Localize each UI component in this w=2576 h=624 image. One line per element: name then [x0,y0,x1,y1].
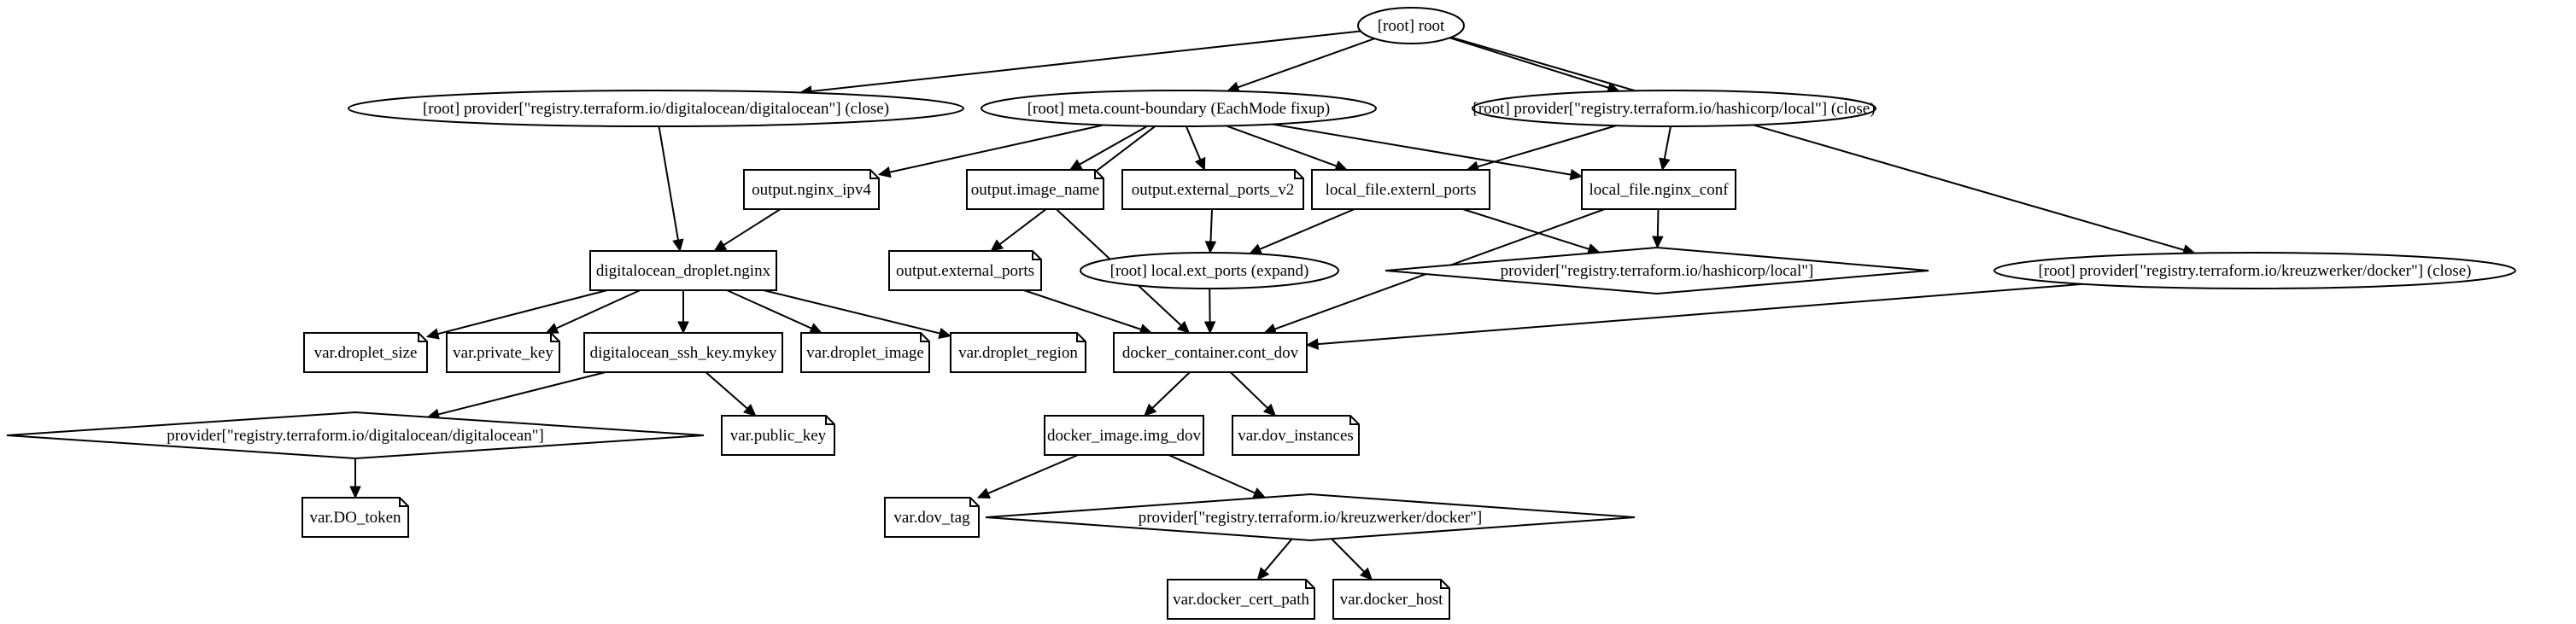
node-do_ssh_key: digitalocean_ssh_key.mykey [583,332,783,373]
edge-lf_externl_ports-to-prov_local [1462,208,1601,255]
node-label: output.external_ports_v2 [1132,181,1295,199]
node-var_dov_tag: var.dov_tag [884,497,980,538]
node-prov_do: provider["registry.terraform.io/digitalo… [6,411,705,460]
node-prov_docker: provider["registry.terraform.io/kreuzwer… [985,493,1636,542]
edge-prov_docker-to-var_docker_cert_path [1256,538,1293,580]
node-prov_do_close: [root] provider["registry.terraform.io/d… [348,90,964,127]
edge-meta_cb-to-out_nginx_ipv4 [877,124,1104,178]
node-label: digitalocean_ssh_key.mykey [590,344,777,362]
edge-do_droplet-to-var_droplet_image [726,289,823,334]
edge-docker_image-to-var_dov_tag [976,454,1079,499]
node-label: [root] provider["registry.terraform.io/k… [2039,262,2472,280]
edge-root-to-prov_do_close [799,30,1361,97]
edge-local_ext_ports-to-docker_container [1203,288,1216,335]
node-label: output.nginx_ipv4 [752,181,871,199]
node-prov_local_close: [root] provider["registry.terraform.io/h… [1472,90,1876,127]
node-var_dov_instances: var.dov_instances [1232,415,1360,456]
node-label: var.docker_cert_path [1173,591,1309,609]
node-label: var.droplet_size [314,344,418,362]
node-var_droplet_image: var.droplet_image [800,332,930,373]
node-out_nginx_ipv4: output.nginx_ipv4 [743,169,880,210]
node-label: var.dov_instances [1238,427,1354,445]
node-var_droplet_region: var.droplet_region [950,332,1086,373]
node-label: [root] root [1378,17,1445,35]
edge-prov_docker-to-var_docker_host [1331,538,1373,580]
edge-lf_externl_ports-to-local_ext_ports [1248,208,1355,255]
node-lf_externl_ports: local_file.externl_ports [1311,169,1490,210]
node-label: local_file.externl_ports [1326,181,1477,199]
edge-meta_cb-to-lf_nginx_conf [1272,123,1584,181]
node-docker_container: docker_container.cont_dov [1113,332,1308,373]
node-var_docker_cert_path: var.docker_cert_path [1167,579,1315,620]
edge-do_droplet-to-var_droplet_region [763,289,952,340]
edge-root-to-prov_docker_close [1450,36,2196,256]
edge-prov_local_close-to-lf_nginx_conf [1659,125,1672,172]
graph-nodes: [root] root [root] provider["registry.ter… [6,7,2516,620]
node-lf_nginx_conf: local_file.nginx_conf [1581,169,1736,210]
node-do_droplet: digitalocean_droplet.nginx [589,250,777,291]
edge-do_droplet-to-var_droplet_size [425,289,608,340]
node-label: provider["registry.terraform.io/kreuzwer… [1139,509,1483,527]
node-label: provider["registry.terraform.io/digitalo… [167,427,544,445]
node-root: [root] root [1357,7,1465,44]
edge-root-to-prov_local_close [1449,37,1620,94]
node-label: var.public_key [730,427,827,445]
node-label: digitalocean_droplet.nginx [596,262,771,280]
node-var_do_token: var.DO_token [302,497,409,538]
edge-meta_cb-to-out_ext_ports_v2 [1185,125,1206,172]
edge-do_droplet-to-var_private_key [545,289,641,334]
node-label: var.docker_host [1340,591,1444,609]
node-label: docker_image.img_dov [1047,427,1201,445]
node-label: provider["registry.terraform.io/hashicor… [1501,262,1814,280]
node-var_droplet_size: var.droplet_size [303,332,428,373]
node-label: [root] provider["registry.terraform.io/h… [1472,100,1875,118]
edge-prov_local_close-to-lf_externl_ports [1466,125,1617,172]
edge-docker_image-to-prov_docker [1168,454,1267,499]
edge-meta_cb-to-lf_externl_ports [1226,125,1349,172]
node-label: [root] meta.count-boundary (EachMode fix… [1027,100,1331,118]
edge-prov_do_close-to-do_droplet [658,125,684,253]
node-out_image_name: output.image_name [966,169,1104,210]
node-label: output.image_name [971,181,1099,199]
node-label: var.private_key [453,344,553,362]
edge-out_ext_ports_v2-to-local_ext_ports [1204,208,1217,254]
node-label: docker_container.cont_dov [1122,344,1299,362]
edge-out_ext_ports-to-docker_container [1023,289,1153,335]
node-prov_docker_close: [root] provider["registry.terraform.io/k… [1993,252,2516,289]
node-var_public_key: var.public_key [721,415,835,456]
node-out_ext_ports: output.external_ports [888,250,1042,291]
edge-root-to-meta_cb [1226,38,1375,93]
node-var_docker_host: var.docker_host [1332,579,1450,620]
node-out_ext_ports_v2: output.external_ports_v2 [1121,169,1304,210]
node-label: var.droplet_image [806,344,924,362]
node-var_private_key: var.private_key [446,332,560,373]
node-meta_cb: [root] meta.count-boundary (EachMode fix… [981,90,1377,127]
edge-meta_cb-to-out_image_name [1068,125,1148,171]
node-label: var.droplet_region [958,344,1078,362]
edge-do_ssh_key-to-var_public_key [705,371,757,417]
edge-docker_container-to-var_dov_instances [1230,371,1277,417]
node-docker_image: docker_image.img_dov [1044,415,1204,456]
node-label: [root] local.ext_ports (expand) [1110,262,1309,280]
edge-out_nginx_ipv4-to-do_droplet [713,208,782,252]
edge-prov_do-to-var_do_token [349,458,361,499]
node-label: [root] provider["registry.terraform.io/d… [423,100,889,118]
node-label: local_file.nginx_conf [1589,181,1729,199]
edge-docker_container-to-docker_image [1144,371,1191,417]
edge-do_droplet-to-do_ssh_key [677,290,689,335]
edge-lf_nginx_conf-to-prov_local [1652,208,1664,249]
edge-prov_docker_close-to-docker_container [1305,283,2083,350]
edge-do_ssh_key-to-prov_do [426,371,606,420]
node-prov_local: provider["registry.terraform.io/hashicor… [1385,246,1929,295]
node-label: output.external_ports [896,262,1034,280]
node-local_ext_ports: [root] local.ext_ports (expand) [1080,252,1339,289]
node-label: var.DO_token [309,509,401,527]
node-label: var.dov_tag [893,509,970,527]
